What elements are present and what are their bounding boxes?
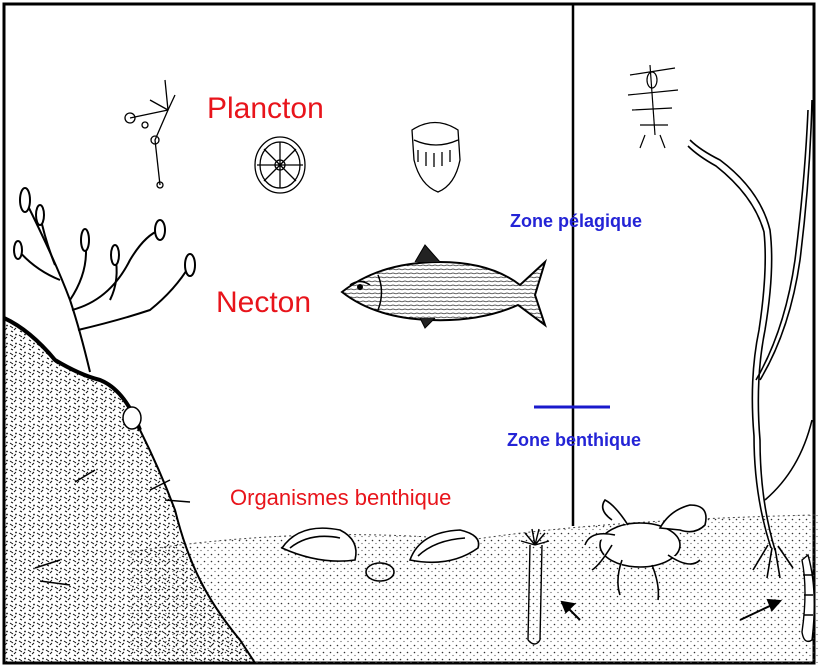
plancton-label: Plancton [207,92,324,126]
zone-pelagique-label: Zone pélagique [510,211,642,232]
organismes-label: Organismes benthique [230,485,451,511]
zone-benthique-label: Zone benthique [507,430,641,451]
necton-label: Necton [216,286,311,320]
diatom-icon [255,137,305,193]
